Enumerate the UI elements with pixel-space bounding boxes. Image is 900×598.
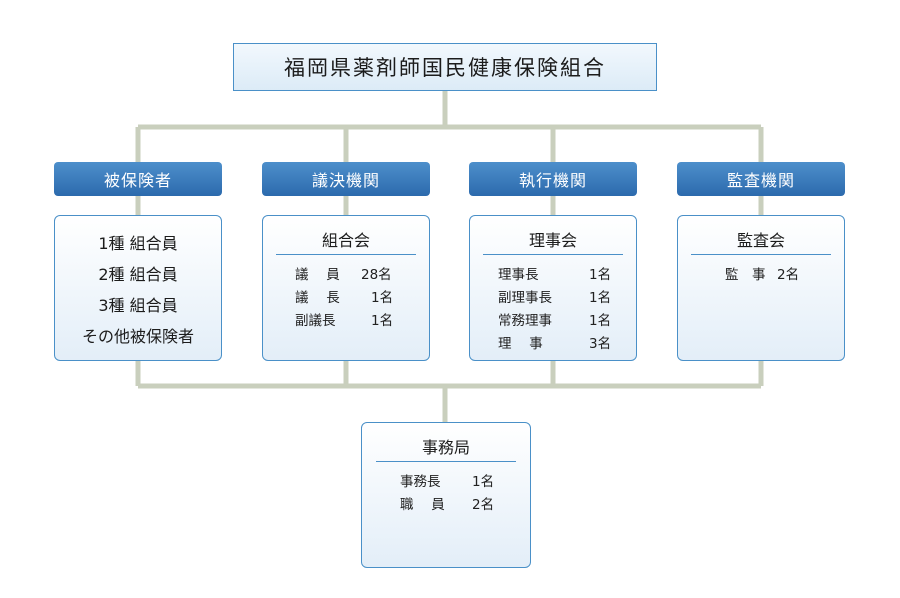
insured-item: 3種 組合員 bbox=[98, 296, 178, 315]
role-label: 理 事 bbox=[498, 335, 543, 352]
role-label: 理事長 bbox=[498, 266, 539, 283]
member-row: 副議長 1名 bbox=[295, 307, 429, 330]
member-row: 議 員 28名 bbox=[295, 261, 429, 284]
member-row: 副理事長 1名 bbox=[498, 284, 636, 307]
role-label: 常務理事 bbox=[498, 312, 552, 329]
count-label: 1名 bbox=[371, 312, 394, 329]
member-row: 事務長 1名 bbox=[400, 468, 530, 491]
assembly-box: 組合会 議 員 28名 議 長 1名 副議長 1名 bbox=[262, 215, 430, 361]
category-legislative: 議決機関 bbox=[262, 162, 430, 196]
secretariat-title: 事務局 bbox=[376, 434, 516, 462]
category-executive: 執行機関 bbox=[469, 162, 637, 196]
insured-item: 2種 組合員 bbox=[98, 265, 178, 284]
secretariat-box: 事務局 事務長 1名 職 員 2名 bbox=[361, 422, 531, 568]
audit-title: 監査会 bbox=[691, 227, 831, 255]
insured-item: 1種 組合員 bbox=[98, 234, 178, 253]
member-row: 理事長 1名 bbox=[498, 261, 636, 284]
member-row: 職 員 2名 bbox=[400, 491, 530, 514]
count-label: 28名 bbox=[361, 266, 392, 283]
role-label: 副理事長 bbox=[498, 289, 552, 306]
member-row: 理 事 3名 bbox=[498, 330, 636, 353]
insured-box: 1種 組合員 2種 組合員 3種 組合員 その他被保険者 bbox=[54, 215, 222, 361]
assembly-title: 組合会 bbox=[276, 227, 416, 255]
category-insured: 被保険者 bbox=[54, 162, 222, 196]
org-root-title: 福岡県薬剤師国民健康保険組合 bbox=[233, 43, 657, 91]
insured-item: その他被保険者 bbox=[81, 327, 194, 346]
count-label: 1名 bbox=[589, 289, 612, 306]
count-label: 1名 bbox=[589, 312, 612, 329]
count-label: 1名 bbox=[472, 473, 495, 490]
role-label: 議 長 bbox=[295, 289, 340, 306]
member-row: 監 事 2名 bbox=[725, 261, 844, 284]
count-label: 3名 bbox=[589, 335, 612, 352]
category-audit: 監査機関 bbox=[677, 162, 845, 196]
member-row: 議 長 1名 bbox=[295, 284, 429, 307]
role-label: 監 事 bbox=[725, 266, 766, 283]
audit-box: 監査会 監 事 2名 bbox=[677, 215, 845, 361]
count-label: 1名 bbox=[371, 289, 394, 306]
role-label: 事務長 bbox=[400, 473, 441, 490]
role-label: 副議長 bbox=[295, 312, 336, 329]
count-label: 2名 bbox=[472, 496, 495, 513]
member-row: 常務理事 1名 bbox=[498, 307, 636, 330]
board-title: 理事会 bbox=[483, 227, 623, 255]
role-label: 職 員 bbox=[400, 496, 445, 513]
count-label: 1名 bbox=[589, 266, 612, 283]
board-box: 理事会 理事長 1名 副理事長 1名 常務理事 1名 理 事 3名 bbox=[469, 215, 637, 361]
role-label: 議 員 bbox=[295, 266, 340, 283]
count-label: 2名 bbox=[777, 266, 800, 283]
